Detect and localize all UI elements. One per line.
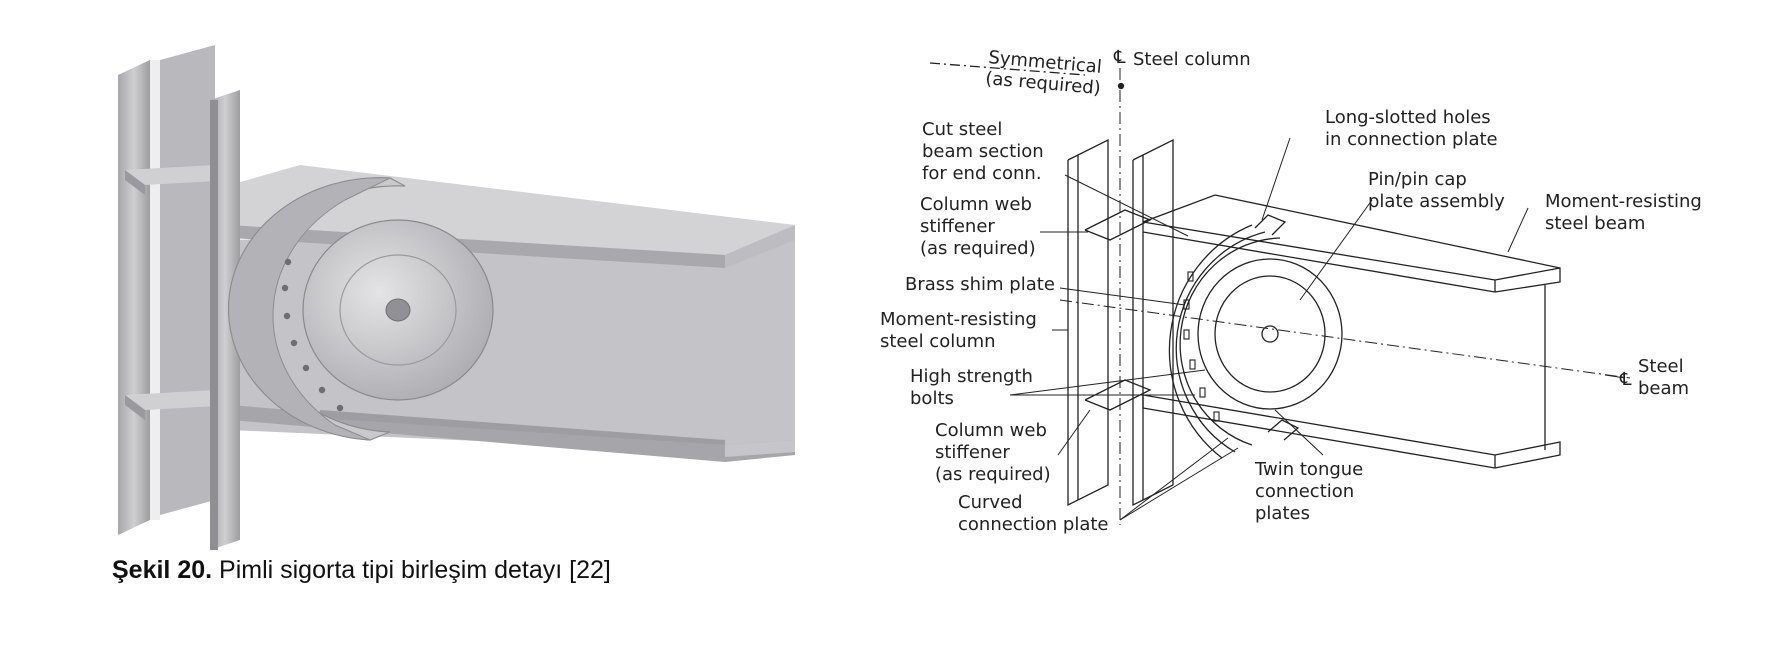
caption-prefix: Şekil 20.: [112, 556, 213, 584]
label-cut-steel-1: Cut steel: [922, 119, 1002, 140]
line-drawing: [929, 62, 1631, 525]
label-col-web-stiff-1: Column web: [920, 194, 1032, 215]
label-moment-col-2: steel column: [880, 331, 996, 352]
column-back-flange: [118, 60, 150, 535]
label-brass-shim: Brass shim plate: [905, 274, 1055, 295]
label-cut-steel-3: for end conn.: [922, 163, 1042, 184]
beam-centerline: [1059, 299, 1631, 379]
label-steel-column: Steel column: [1133, 49, 1251, 70]
pin: [385, 298, 411, 322]
label-moment-col-1: Moment-resisting: [880, 309, 1037, 330]
diagram-labels: Symmetrical (as required) ℄ Steel column…: [880, 47, 1702, 535]
steel-column: [1067, 138, 1174, 507]
label-curved-2: connection plate: [958, 514, 1109, 535]
curved-plate-drawing: [1175, 231, 1266, 453]
label-pin-cap-1: Pin/pin cap: [1368, 169, 1467, 190]
label-long-slotted-2: in connection plate: [1325, 129, 1498, 150]
label-twin-tongue-2: connection: [1255, 481, 1354, 502]
rendering-3d: [118, 45, 795, 550]
plate-bolts: [281, 258, 344, 412]
label-col-web-stiff-b3: (as required): [935, 464, 1051, 485]
column-stiffener-top: [125, 165, 235, 185]
column-web: [160, 45, 215, 515]
label-cl-beam: ℄: [1619, 369, 1632, 390]
label-col-web-stiff-b1: Column web: [935, 420, 1047, 441]
label-twin-tongue-1: Twin tongue: [1254, 459, 1363, 480]
symmetry-line: [929, 62, 1086, 76]
label-twin-tongue-3: plates: [1255, 503, 1310, 524]
caption-text: Pimli sigorta tipi birleşim detayı [22]: [212, 556, 611, 584]
label-cl-column: ℄: [1113, 47, 1126, 68]
label-long-slotted-1: Long-slotted holes: [1325, 107, 1491, 128]
label-moment-beam-2: steel beam: [1545, 213, 1645, 234]
column-stiffener-bottom: [125, 390, 235, 410]
leader-lines: [1009, 137, 1626, 521]
label-steel-beam-2: beam: [1638, 378, 1689, 399]
pin-cap-drawing: [1197, 258, 1343, 410]
label-high-strength-1: High strength: [910, 366, 1033, 387]
label-moment-beam-1: Moment-resisting: [1545, 191, 1702, 212]
label-pin-cap-2: plate assembly: [1368, 191, 1505, 212]
figure-caption: Şekil 20. Pimli sigorta tipi birleşim de…: [112, 556, 611, 585]
steel-beam: [1142, 194, 1561, 469]
label-cut-steel-2: beam section: [922, 141, 1044, 162]
label-high-strength-2: bolts: [910, 388, 954, 409]
label-col-web-stiff-b2: stiffener: [935, 442, 1010, 463]
label-curved-1: Curved: [958, 492, 1023, 513]
label-steel-beam-1: Steel: [1638, 356, 1684, 377]
label-col-web-stiff-3: (as required): [920, 238, 1036, 259]
label-col-web-stiff-2: stiffener: [920, 216, 995, 237]
